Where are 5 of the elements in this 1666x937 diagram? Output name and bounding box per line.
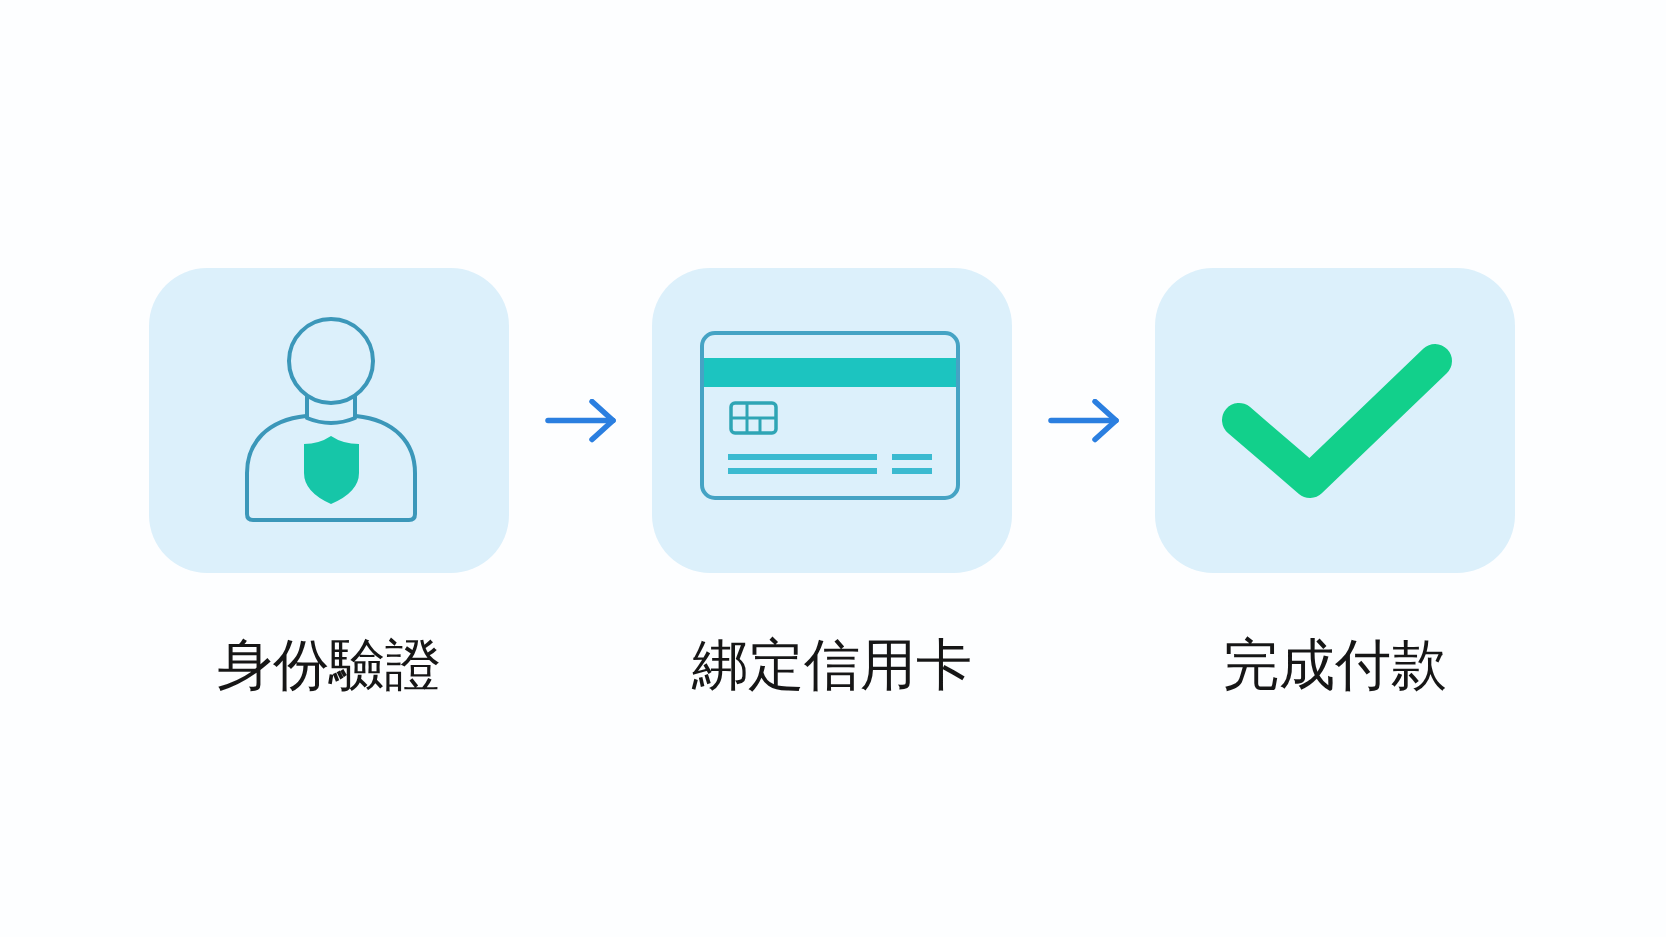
step-label: 完成付款 [1223, 631, 1447, 699]
step-label: 身份驗證 [217, 631, 441, 699]
step-label: 綁定信用卡 [692, 631, 972, 699]
arrow [545, 398, 616, 443]
arrow [1048, 398, 1119, 443]
